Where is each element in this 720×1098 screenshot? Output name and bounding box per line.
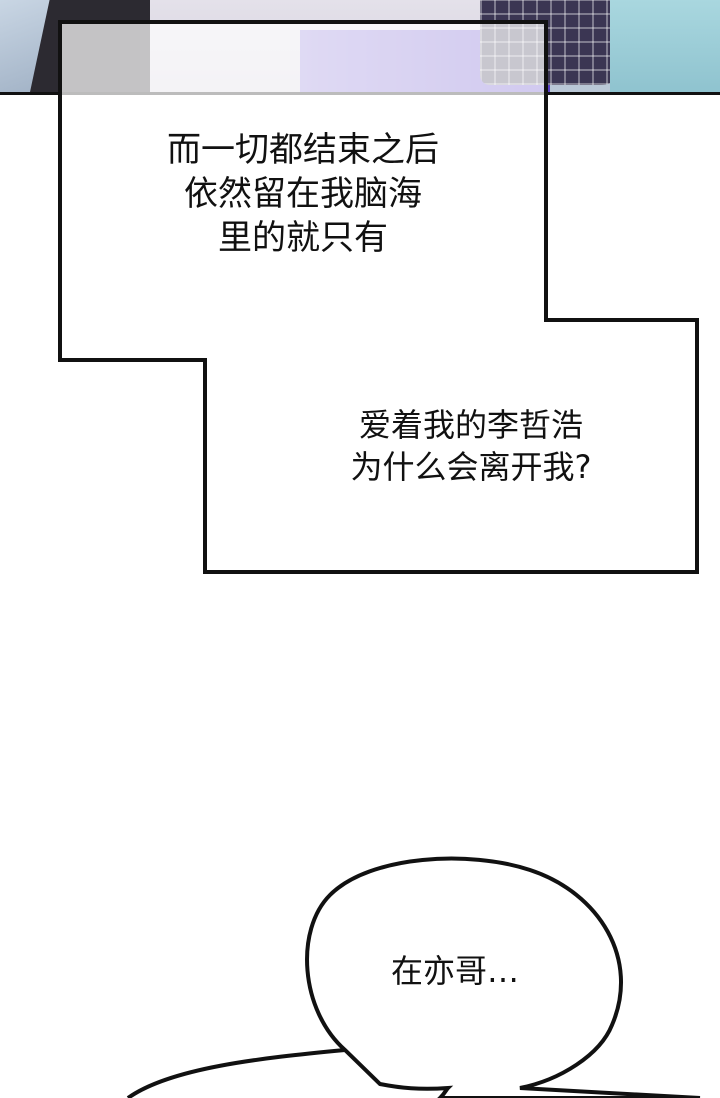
speech-bubble-shape: [305, 856, 701, 1098]
narration-line: 爱着我的李哲浩: [358, 406, 583, 444]
speech-bubble-text: 在亦哥…: [390, 952, 519, 990]
narration-line: 里的就只有: [218, 218, 388, 258]
narration-line: 而一切都结束之后: [167, 130, 439, 170]
narration-line: 为什么会离开我?: [350, 448, 592, 486]
narration-line: 依然留在我脑海: [184, 174, 422, 214]
art-background-right: [610, 0, 720, 92]
narration-text-bottom: 爱着我的李哲浩 为什么会离开我?: [206, 404, 696, 488]
narration-text-top: 而一切都结束之后 依然留在我脑海 里的就只有: [60, 128, 546, 260]
speech-bubble-tail-left: [126, 1048, 346, 1098]
